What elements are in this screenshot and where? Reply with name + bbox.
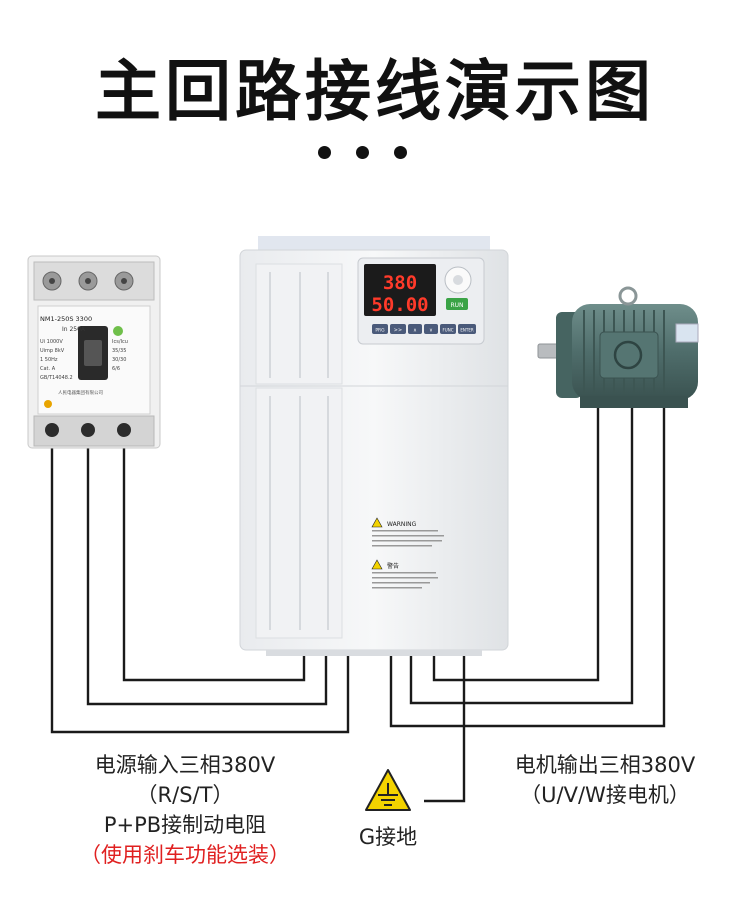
warning-heading: WARNING — [387, 521, 417, 528]
wire-input-3 — [122, 428, 306, 682]
ground-caption: G接地 — [358, 825, 418, 849]
keypad-keys: PRG >> ∧ ∨ FUNC ENTER — [372, 324, 476, 334]
output-line-2: （U/V/W接电机） — [520, 783, 690, 807]
breaker-spec-5: GB/T14048.2 — [40, 375, 73, 381]
wire-input-1 — [50, 428, 350, 734]
output-line-1: 电机输出三相380V — [514, 753, 696, 777]
warning-heading-cn: 警告 — [387, 562, 399, 570]
motor — [537, 286, 699, 408]
key-shift[interactable] — [390, 324, 406, 334]
key-up-label: ∧ — [413, 328, 417, 334]
breaker-rating: In 250A — [62, 326, 86, 333]
wire-output-3 — [432, 404, 600, 682]
breaker-right-3: 30/30 — [112, 357, 126, 363]
run-button[interactable] — [446, 298, 468, 310]
input-line-1: 电源输入三相380V — [94, 753, 276, 777]
breaker-right-1: Ics/Icu — [112, 339, 128, 345]
key-enter-label: ENTER — [460, 328, 473, 333]
key-enter[interactable] — [458, 324, 476, 334]
separator-dots — [318, 146, 408, 160]
page-title: 主回路接线演示图 — [95, 53, 655, 130]
input-line-4: （使用刹车功能选装） — [80, 843, 290, 867]
breaker-spec-3: 1 50Hz — [40, 357, 58, 363]
ground-icon — [365, 769, 411, 811]
key-func[interactable] — [440, 324, 456, 334]
wire-input-2 — [86, 428, 328, 706]
display-top-value: 380 — [383, 272, 417, 294]
dot — [356, 146, 369, 159]
input-line-3: P+PB接制动电阻 — [103, 813, 267, 837]
key-up[interactable] — [408, 324, 422, 334]
warning-label: WARNING 警告 — [371, 517, 444, 589]
breaker-spec-2: Uimp 8kV — [40, 348, 65, 354]
output-caption: 电机输出三相380V （U/V/W接电机） — [480, 750, 730, 810]
key-down-label: ∨ — [429, 328, 433, 334]
warning-triangle-icon — [371, 517, 383, 528]
key-down[interactable] — [424, 324, 438, 334]
circuit-breaker: NM1-250S 3300 In 250A Ui 1000V Uimp 8kV … — [27, 255, 161, 449]
wire-output-2 — [409, 404, 634, 705]
breaker-right-2: 35/35 — [112, 348, 126, 354]
lifting-eye — [618, 286, 638, 306]
warning-triangle-icon — [371, 559, 383, 570]
input-caption: 电源输入三相380V （R/S/T） P+PB接制动电阻 （使用刹车功能选装） — [60, 750, 310, 870]
key-func-label: FUNC — [442, 328, 453, 333]
key-shift-label: >> — [394, 328, 402, 334]
motor-nameplate — [675, 323, 699, 343]
input-line-2: （R/S/T） — [136, 783, 234, 807]
breaker-brand: 人民电器集团有限公司 — [58, 389, 103, 396]
dot — [394, 146, 407, 159]
display-screen — [364, 264, 436, 316]
wire-output-1 — [389, 404, 666, 728]
key-prg[interactable] — [372, 324, 388, 334]
breaker-spec-1: Ui 1000V — [40, 339, 63, 345]
breaker-right-4: 6/6 — [112, 366, 120, 372]
wire-ground — [424, 656, 466, 803]
run-label: RUN — [450, 302, 463, 309]
key-prg-label: PRG — [375, 328, 385, 334]
breaker-model: NM1-250S 3300 — [40, 315, 92, 323]
wires — [50, 404, 666, 803]
dot — [318, 146, 331, 159]
breaker-spec-4: Cat. A — [40, 366, 56, 372]
inverter: 380 50.00 RUN PRG >> ∧ ∨ FUNC ENTER WARN… — [239, 236, 509, 656]
display-bottom-value: 50.00 — [371, 294, 428, 316]
